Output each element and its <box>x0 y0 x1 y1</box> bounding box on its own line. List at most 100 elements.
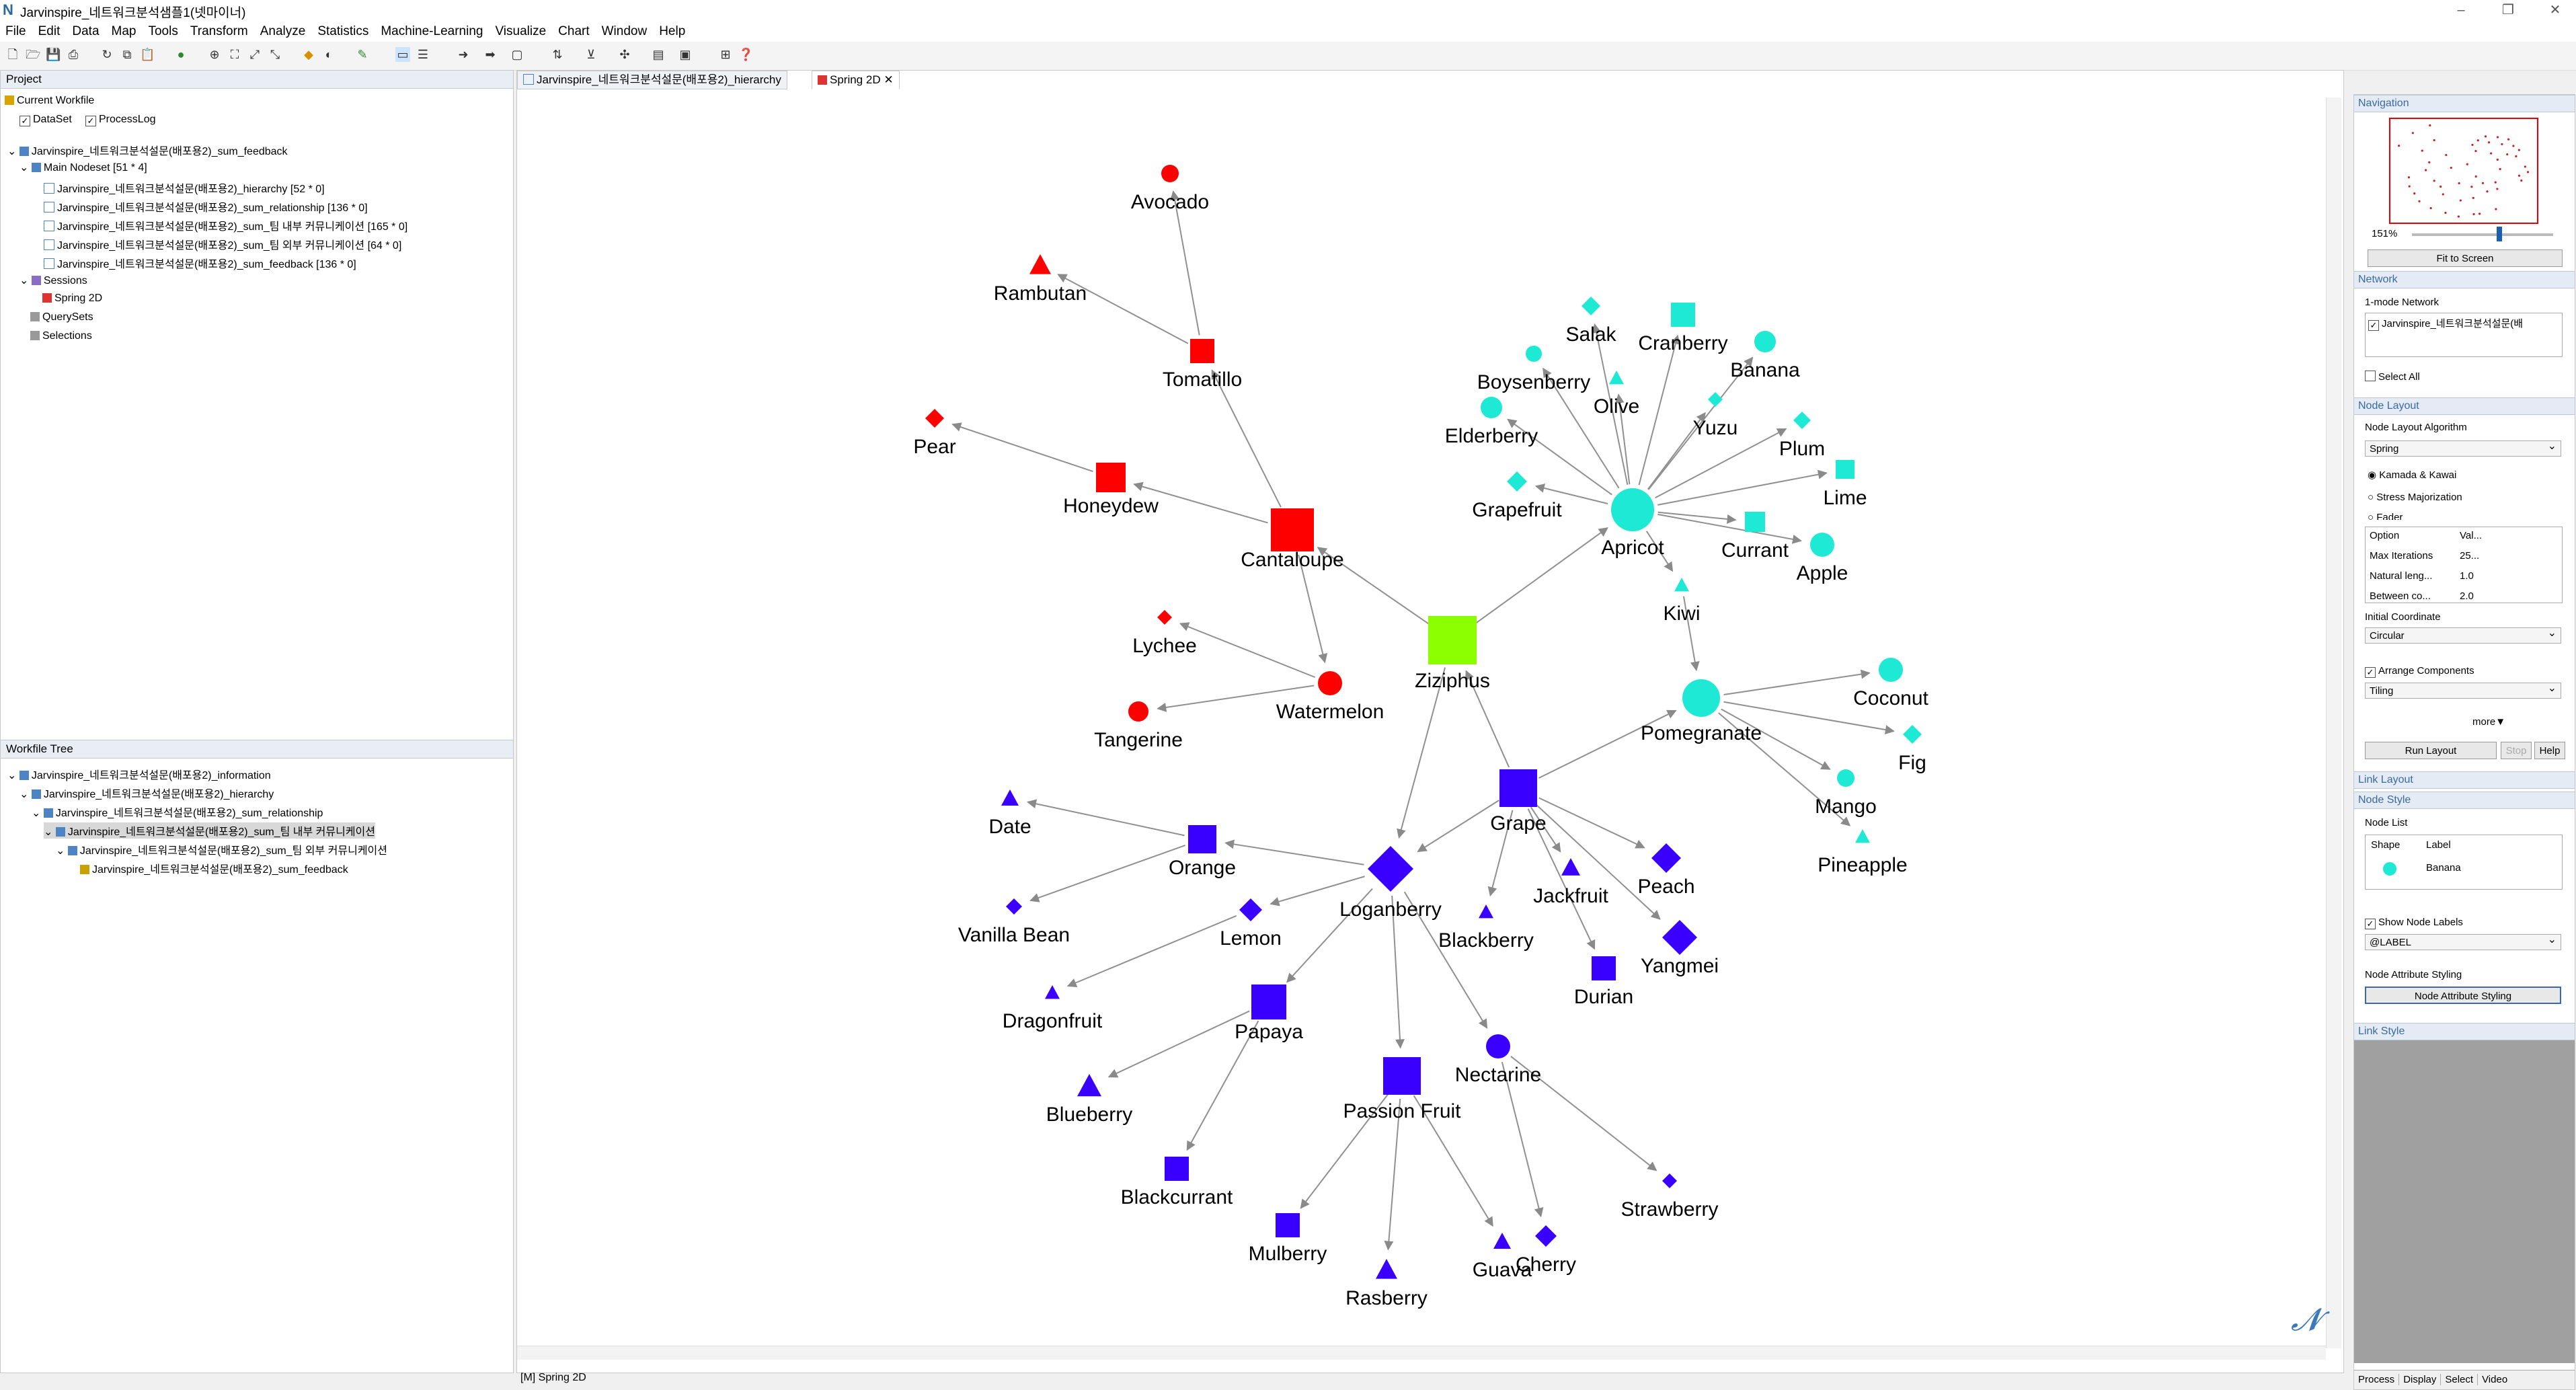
menu-window[interactable]: Window <box>601 24 648 38</box>
graph-edge[interactable] <box>1417 800 1499 853</box>
node-blackcurrant[interactable] <box>1165 1157 1189 1181</box>
tree-item[interactable]: Jarvinspire_네트워크분석설문(배포용2)_sum_feedback … <box>44 255 356 271</box>
graph-edge[interactable] <box>1718 712 1851 826</box>
node-blackberry[interactable] <box>1479 904 1493 919</box>
node-date[interactable] <box>1001 789 1019 806</box>
frame-icon[interactable]: ▢ <box>511 48 523 61</box>
arrange-components-checkbox[interactable]: ✓Arrange Components <box>2365 665 2474 678</box>
graph-edge[interactable] <box>1538 709 1677 779</box>
node-cherry[interactable] <box>1535 1225 1557 1247</box>
node-yangmei[interactable] <box>1662 920 1697 955</box>
tree-item[interactable]: ⌄ Sessions <box>19 275 87 286</box>
zoom-slider[interactable] <box>2412 233 2553 236</box>
node-lime[interactable] <box>1836 460 1855 479</box>
select-all-checkbox[interactable]: Select All <box>2365 371 2420 383</box>
graph-edge[interactable] <box>1211 369 1282 508</box>
node-attribute-styling-button[interactable]: Node Attribute Styling <box>2365 987 2561 1004</box>
graph-edge[interactable] <box>1465 670 1510 768</box>
copy-icon[interactable]: ⧉ <box>122 48 132 61</box>
node-grapefruit[interactable] <box>1507 471 1527 492</box>
algorithm-select[interactable]: Spring <box>2365 438 2561 457</box>
graph-edge[interactable] <box>1403 891 1488 1029</box>
horizontal-scrollbar[interactable] <box>517 1346 2326 1360</box>
tree-item-selected[interactable]: ⌄ Jarvinspire_네트워크분석설문(배포용2)_sum_팀 내부 커뮤… <box>44 822 375 839</box>
graph-edge[interactable] <box>1723 669 1871 695</box>
tab-select[interactable]: Select <box>2440 1374 2478 1385</box>
tab-process[interactable]: Process <box>2358 1374 2395 1385</box>
processlog-checkbox[interactable]: ✓ProcessLog <box>85 114 156 126</box>
graph-edge[interactable] <box>1157 685 1315 712</box>
tree-item[interactable]: ⌄ Jarvinspire_네트워크분석설문(배포용2)_sum_팀 외부 커뮤… <box>56 845 387 857</box>
node-cantaloupe[interactable] <box>1271 508 1314 551</box>
node-vanillabean[interactable] <box>1006 898 1022 915</box>
graph-edge[interactable] <box>1530 806 1561 853</box>
chart-icon[interactable]: ▤ <box>652 48 664 61</box>
graph-edge[interactable] <box>1647 412 1706 490</box>
dataset-checkbox[interactable]: ✓DataSet <box>19 114 72 126</box>
node-durian[interactable] <box>1592 956 1616 980</box>
puzzle-icon[interactable]: ✣ <box>619 48 630 61</box>
tree-item[interactable]: QuerySets <box>30 311 93 323</box>
graph-edge[interactable] <box>1657 513 1802 544</box>
graph-edge[interactable] <box>1534 484 1608 504</box>
graph-edge[interactable] <box>1534 803 1661 920</box>
graph-edge[interactable] <box>1384 1098 1401 1251</box>
tree-item[interactable]: Jarvinspire_네트워크분석설문(배포용2)_sum_feedback <box>80 860 348 876</box>
current-workfile[interactable]: Current Workfile <box>5 95 94 107</box>
node-elderberry[interactable] <box>1481 397 1502 418</box>
node-tangerine[interactable] <box>1128 701 1148 722</box>
tree-item[interactable]: ⌄ Main Nodeset [51 * 4] <box>19 162 147 173</box>
graph-edge[interactable] <box>1538 797 1645 849</box>
tree-item[interactable]: ⌄ Jarvinspire_네트워크분석설문(배포용2)_hierarchy <box>19 789 274 800</box>
node-ziziphus[interactable] <box>1428 616 1477 664</box>
graph-edge[interactable] <box>1286 888 1373 983</box>
graph-edge[interactable] <box>1224 839 1364 865</box>
node-list[interactable]: Shape Label Banana <box>2365 835 2563 890</box>
vertical-scrollbar[interactable] <box>2326 98 2341 1348</box>
layout-icon[interactable]: ✎ <box>357 48 368 61</box>
tree-item[interactable]: ⌄ Jarvinspire_네트워크분석설문(배포용2)_sum_feedbac… <box>7 146 288 157</box>
restore-icon[interactable]: ❐ <box>2502 3 2514 17</box>
graph-edge[interactable] <box>1507 418 1612 496</box>
open-folder-icon[interactable]: 🗁 <box>26 48 41 61</box>
menu-tools[interactable]: Tools <box>148 24 178 38</box>
paste-icon[interactable]: 📋 <box>140 48 155 61</box>
show-node-labels-checkbox[interactable]: ✓Show Node Labels <box>2365 917 2463 929</box>
close-tab-icon[interactable]: ✕ <box>884 73 894 86</box>
close-icon[interactable]: ✕ <box>2549 3 2561 17</box>
node-lemon[interactable] <box>1239 898 1262 921</box>
graph-edge[interactable] <box>1647 356 1754 490</box>
graph-edge[interactable] <box>1543 367 1620 489</box>
node-jackfruit[interactable] <box>1561 858 1580 876</box>
node-grape[interactable] <box>1499 769 1537 807</box>
forward-icon[interactable]: ➡ <box>485 48 496 61</box>
zoom-slider-thumb[interactable] <box>2497 227 2503 241</box>
radio-kamada-kawai[interactable]: ◉ Kamada & Kawai <box>2368 469 2457 481</box>
node-salak[interactable] <box>1582 297 1600 315</box>
table-icon[interactable]: ⊞ <box>720 48 731 61</box>
filter-icon[interactable]: ⊻ <box>586 48 596 61</box>
label-field-select[interactable]: @LABEL <box>2365 932 2561 950</box>
new-file-icon[interactable]: 🗋 <box>7 48 18 61</box>
tree-item[interactable]: Selections <box>30 330 92 342</box>
link-layout-header[interactable]: Link Layout <box>2354 771 2575 789</box>
graph-edge[interactable] <box>1510 1056 1657 1171</box>
node-tomatillo[interactable] <box>1190 339 1214 363</box>
graph-edge[interactable] <box>951 422 1093 473</box>
node-kiwi[interactable] <box>1674 578 1689 592</box>
tab-hierarchy[interactable]: Jarvinspire_네트워크분석설문(배포용2)_hierarchy <box>517 71 787 89</box>
graph-edge[interactable] <box>1501 1062 1544 1218</box>
menu-chart[interactable]: Chart <box>558 24 590 38</box>
add-node-icon[interactable]: ⊕ <box>209 48 220 61</box>
fit-icon[interactable]: ⛶ <box>230 48 239 61</box>
initial-coordinate-select[interactable]: Circular <box>2365 625 2561 644</box>
workflow-tab[interactable]: Workfile Tree <box>1 740 513 759</box>
graph-edge[interactable] <box>1391 895 1405 1049</box>
graph-edge[interactable] <box>1487 810 1514 897</box>
node-loganberry[interactable] <box>1368 846 1413 892</box>
node-coconut[interactable] <box>1879 658 1903 682</box>
node-lychee[interactable] <box>1157 610 1172 625</box>
node-avocado[interactable] <box>1161 165 1179 182</box>
help-icon[interactable]: ❓ <box>738 48 754 61</box>
